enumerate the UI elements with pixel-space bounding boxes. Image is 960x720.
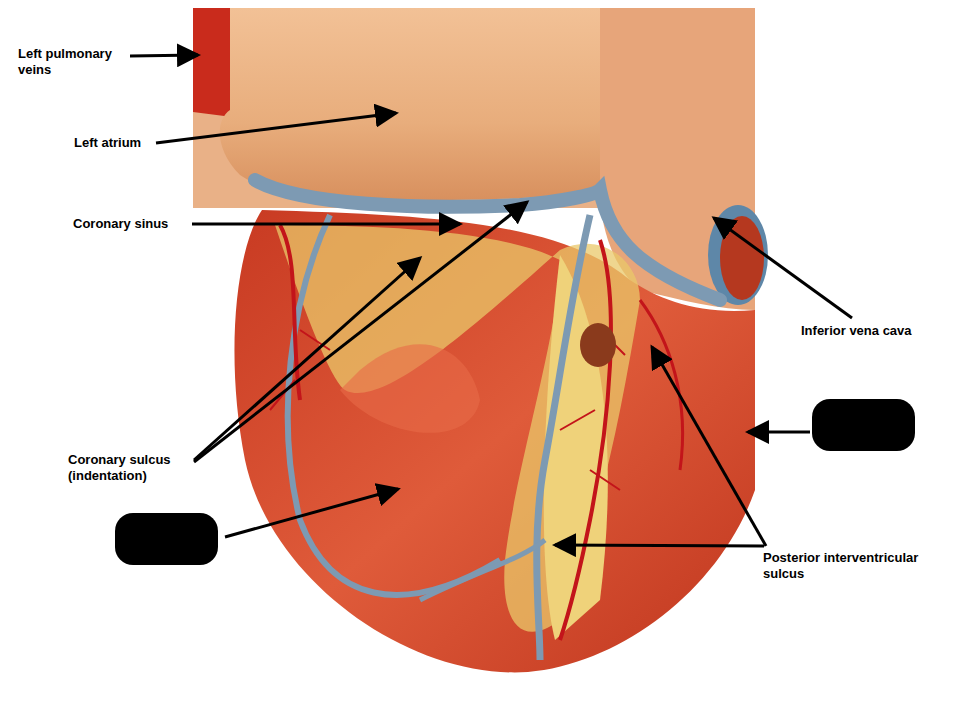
posterior-interventricular-artery (560, 240, 611, 640)
part-label: Inferior vena cava (801, 323, 912, 339)
part-label: Left pulmonary veins (18, 46, 128, 78)
coronary-sinus (255, 180, 720, 300)
part-label: Left atrium (74, 135, 141, 151)
leader-lines (130, 55, 852, 546)
posterior-vein (288, 215, 500, 595)
artery (640, 300, 683, 470)
vein-branch (420, 540, 545, 600)
hidden-label-box (115, 513, 218, 565)
muscle-highlight (340, 344, 480, 433)
part-label: Coronary sulcus (indentation) (68, 452, 190, 484)
model-hole (580, 323, 616, 367)
artery-branches (270, 330, 625, 490)
middle-cardiac-vein (537, 215, 590, 660)
hidden-label-box (812, 399, 915, 451)
part-label: Coronary sinus (73, 216, 168, 232)
part-label: Posterior interventricular sulcus (763, 550, 955, 582)
